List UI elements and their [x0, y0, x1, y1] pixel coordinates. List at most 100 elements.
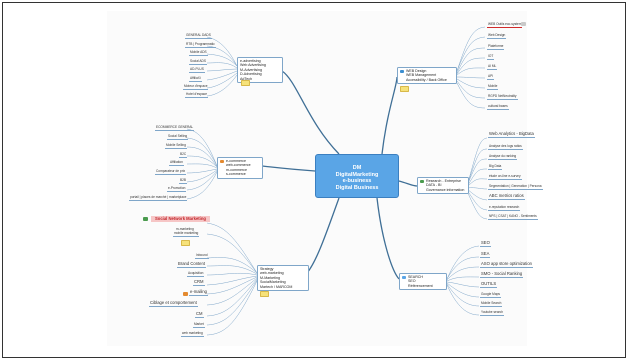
branch-advertising[interactable]: e-advertising Web Advertising M-Advertis…	[237, 57, 283, 84]
leaf-ecommerce[interactable]: B2B	[179, 178, 188, 184]
leaf-webdesign[interactable]: RGPD NetNeutrality	[487, 94, 518, 100]
leaf-advertising[interactable]: AffiliaXi	[189, 76, 202, 82]
branch-line: Strategy	[260, 267, 274, 271]
leaf-ecommerce[interactable]: e-Promotion	[167, 186, 187, 192]
leaf-strategy[interactable]: Acquisition	[187, 271, 205, 277]
leaf-advertising[interactable]: GENERAL DADS	[185, 33, 212, 39]
branch-webdesign[interactable]: WEB Design WEB Management Accessibility …	[397, 67, 457, 85]
branch-line: DATA - BI	[426, 183, 442, 188]
branch-line: AdTech	[240, 76, 252, 81]
branch-line: Martech / MARCOM	[260, 284, 293, 289]
leaf-ecommerce[interactable]: B2C	[179, 152, 188, 158]
central-line: DM	[352, 165, 362, 171]
leaf-ecommerce[interactable]: Social Selling	[167, 134, 189, 140]
leaf-research[interactable]: Web Analytics - BigData	[488, 131, 535, 138]
leaf-advertising[interactable]: Mobile ADS	[189, 50, 208, 56]
leaf-strategy[interactable]: Market	[193, 322, 205, 328]
mail-icon	[183, 292, 188, 296]
branch-line: Research - Entreprise	[426, 179, 461, 183]
leaf-research[interactable]: étude on-line e-survey	[488, 174, 522, 180]
leaf-advertising[interactable]: RTB | Programmatic	[185, 42, 216, 48]
leaf-search[interactable]: SMO - Social Ranking	[480, 271, 524, 278]
branch-line: Web Advertising	[240, 63, 266, 68]
leaf-search[interactable]: SEO	[480, 240, 491, 247]
leaf-strategy[interactable]: CM	[195, 311, 204, 318]
branch-line: Référencement	[408, 283, 433, 288]
leaf-ecommerce[interactable]: ECOMMERCE GENERAL	[155, 125, 195, 131]
note-icon	[181, 240, 190, 246]
link-research	[398, 180, 418, 187]
social-network-marketing-topic[interactable]: Social Network Marketing	[151, 216, 210, 222]
leaf-advertising[interactable]: AD-PLUS	[189, 67, 205, 73]
central-line: e-business	[342, 178, 372, 185]
branch-line: WEB Management	[406, 73, 437, 78]
leaf-research[interactable]: e-reputation research	[488, 205, 521, 211]
note-icon	[400, 86, 409, 92]
leaf-search[interactable]: SEA	[480, 251, 491, 258]
link-strategy	[306, 197, 340, 274]
leaf-webdesign[interactable]: Plateforme	[487, 44, 505, 50]
branch-line: Accessibility / Back Office	[406, 77, 447, 82]
branch-line: e-advertising	[240, 59, 261, 63]
cart-icon	[220, 159, 224, 163]
leaf-research[interactable]: Analyse des logs ratios	[488, 144, 523, 150]
link-advertising	[281, 70, 340, 155]
leaf-strategy[interactable]: Ciblage et comportement	[149, 300, 198, 307]
mindmap-canvas: DM DigitalMarketing e-business Digital B…	[107, 11, 543, 346]
leaf-advertising[interactable]: Moteur d'espace	[183, 84, 209, 90]
leaf-search[interactable]: Youtube search	[480, 310, 505, 316]
leaf-ecommerce[interactable]: Mobile Selling	[165, 143, 187, 149]
leaf-webdesign[interactable]: cultural bases	[487, 104, 509, 110]
leaf-search[interactable]: ASO app store optimization	[480, 261, 533, 268]
leaf-search[interactable]: Mobile Search	[480, 301, 503, 307]
leaf-research[interactable]: Analyse du ranking	[488, 154, 518, 160]
branch-line: M-Advertising	[240, 67, 262, 72]
central-topic[interactable]: DM DigitalMarketing e-business Digital B…	[315, 154, 399, 198]
branch-line: SocialMarketing	[260, 280, 286, 285]
leaf-strategy[interactable]: e-mailing	[189, 289, 208, 296]
branch-line: SEARCH	[408, 275, 423, 279]
chart-icon	[420, 179, 424, 183]
leaf-webdesign[interactable]: Web Design	[487, 33, 507, 39]
leaf-research[interactable]: ABC metrics ratios	[488, 193, 525, 200]
leaf-research[interactable]: Big Data	[488, 164, 503, 170]
leaf-webdesign[interactable]: WEB Outils eco-system	[487, 22, 523, 28]
branch-search[interactable]: SEARCH SEO Référencement	[399, 273, 447, 291]
leaf-research[interactable]: Segmentation | Generation | Persona	[488, 184, 543, 190]
note-icon	[241, 80, 250, 86]
leaf-strategy-sub[interactable]: m-marketing	[176, 227, 194, 231]
leaf-strategy[interactable]: CRM	[193, 279, 205, 286]
leaf-ecommerce[interactable]: portail | places de marché | marketplace	[129, 195, 188, 201]
leaf-search[interactable]: Google Maps	[480, 292, 501, 298]
branch-strategy[interactable]: Strategy web-marketing M-Marketing Socia…	[257, 265, 309, 292]
leaf-advertising[interactable]: Hotel d'espace	[185, 92, 208, 98]
network-icon	[143, 217, 148, 221]
leaf-advertising[interactable]: Social ADS	[189, 59, 207, 65]
mindmap-connectors	[186, 26, 488, 336]
leaf-strategy[interactable]: Brand Content	[177, 261, 207, 268]
leaf-webdesign[interactable]: API	[487, 74, 495, 80]
search-icon	[402, 275, 406, 279]
leaf-strategy[interactable]: Inbound	[195, 253, 209, 259]
leaf-strategy-sub[interactable]: mobile marketing	[173, 231, 200, 237]
branch-line: s-commerce	[226, 172, 246, 177]
leaf-ecommerce[interactable]: Comparateur de prix	[155, 169, 187, 175]
branch-line: e-commerce	[226, 159, 246, 163]
leaf-webdesign[interactable]: IOT	[487, 54, 495, 60]
leaf-webdesign[interactable]: AI ML	[487, 64, 498, 70]
leaf-ecommerce[interactable]: Affiliation	[169, 160, 184, 166]
branch-line: web-marketing	[260, 271, 284, 276]
leaf-search[interactable]: OUTILS	[480, 281, 498, 288]
branch-line: D-Advertising	[240, 72, 262, 77]
link-search	[376, 197, 400, 280]
branch-line: M-Marketing	[260, 275, 280, 280]
leaf-strategy[interactable]: web marketing	[181, 331, 204, 337]
branch-research[interactable]: Research - Entreprise DATA - BI Governan…	[417, 177, 469, 195]
note-icon	[260, 291, 269, 297]
branch-ecommerce[interactable]: e-commerce web-commerce m-commerce s-com…	[217, 157, 263, 179]
leaf-webdesign[interactable]: Mobile	[487, 84, 499, 90]
branch-line: SEO	[408, 279, 416, 284]
branch-line: m-commerce	[226, 167, 247, 172]
leaf-research[interactable]: NPS | CSAT | KANO - Sentiments	[488, 214, 538, 220]
branch-line: WEB Design	[406, 69, 427, 73]
